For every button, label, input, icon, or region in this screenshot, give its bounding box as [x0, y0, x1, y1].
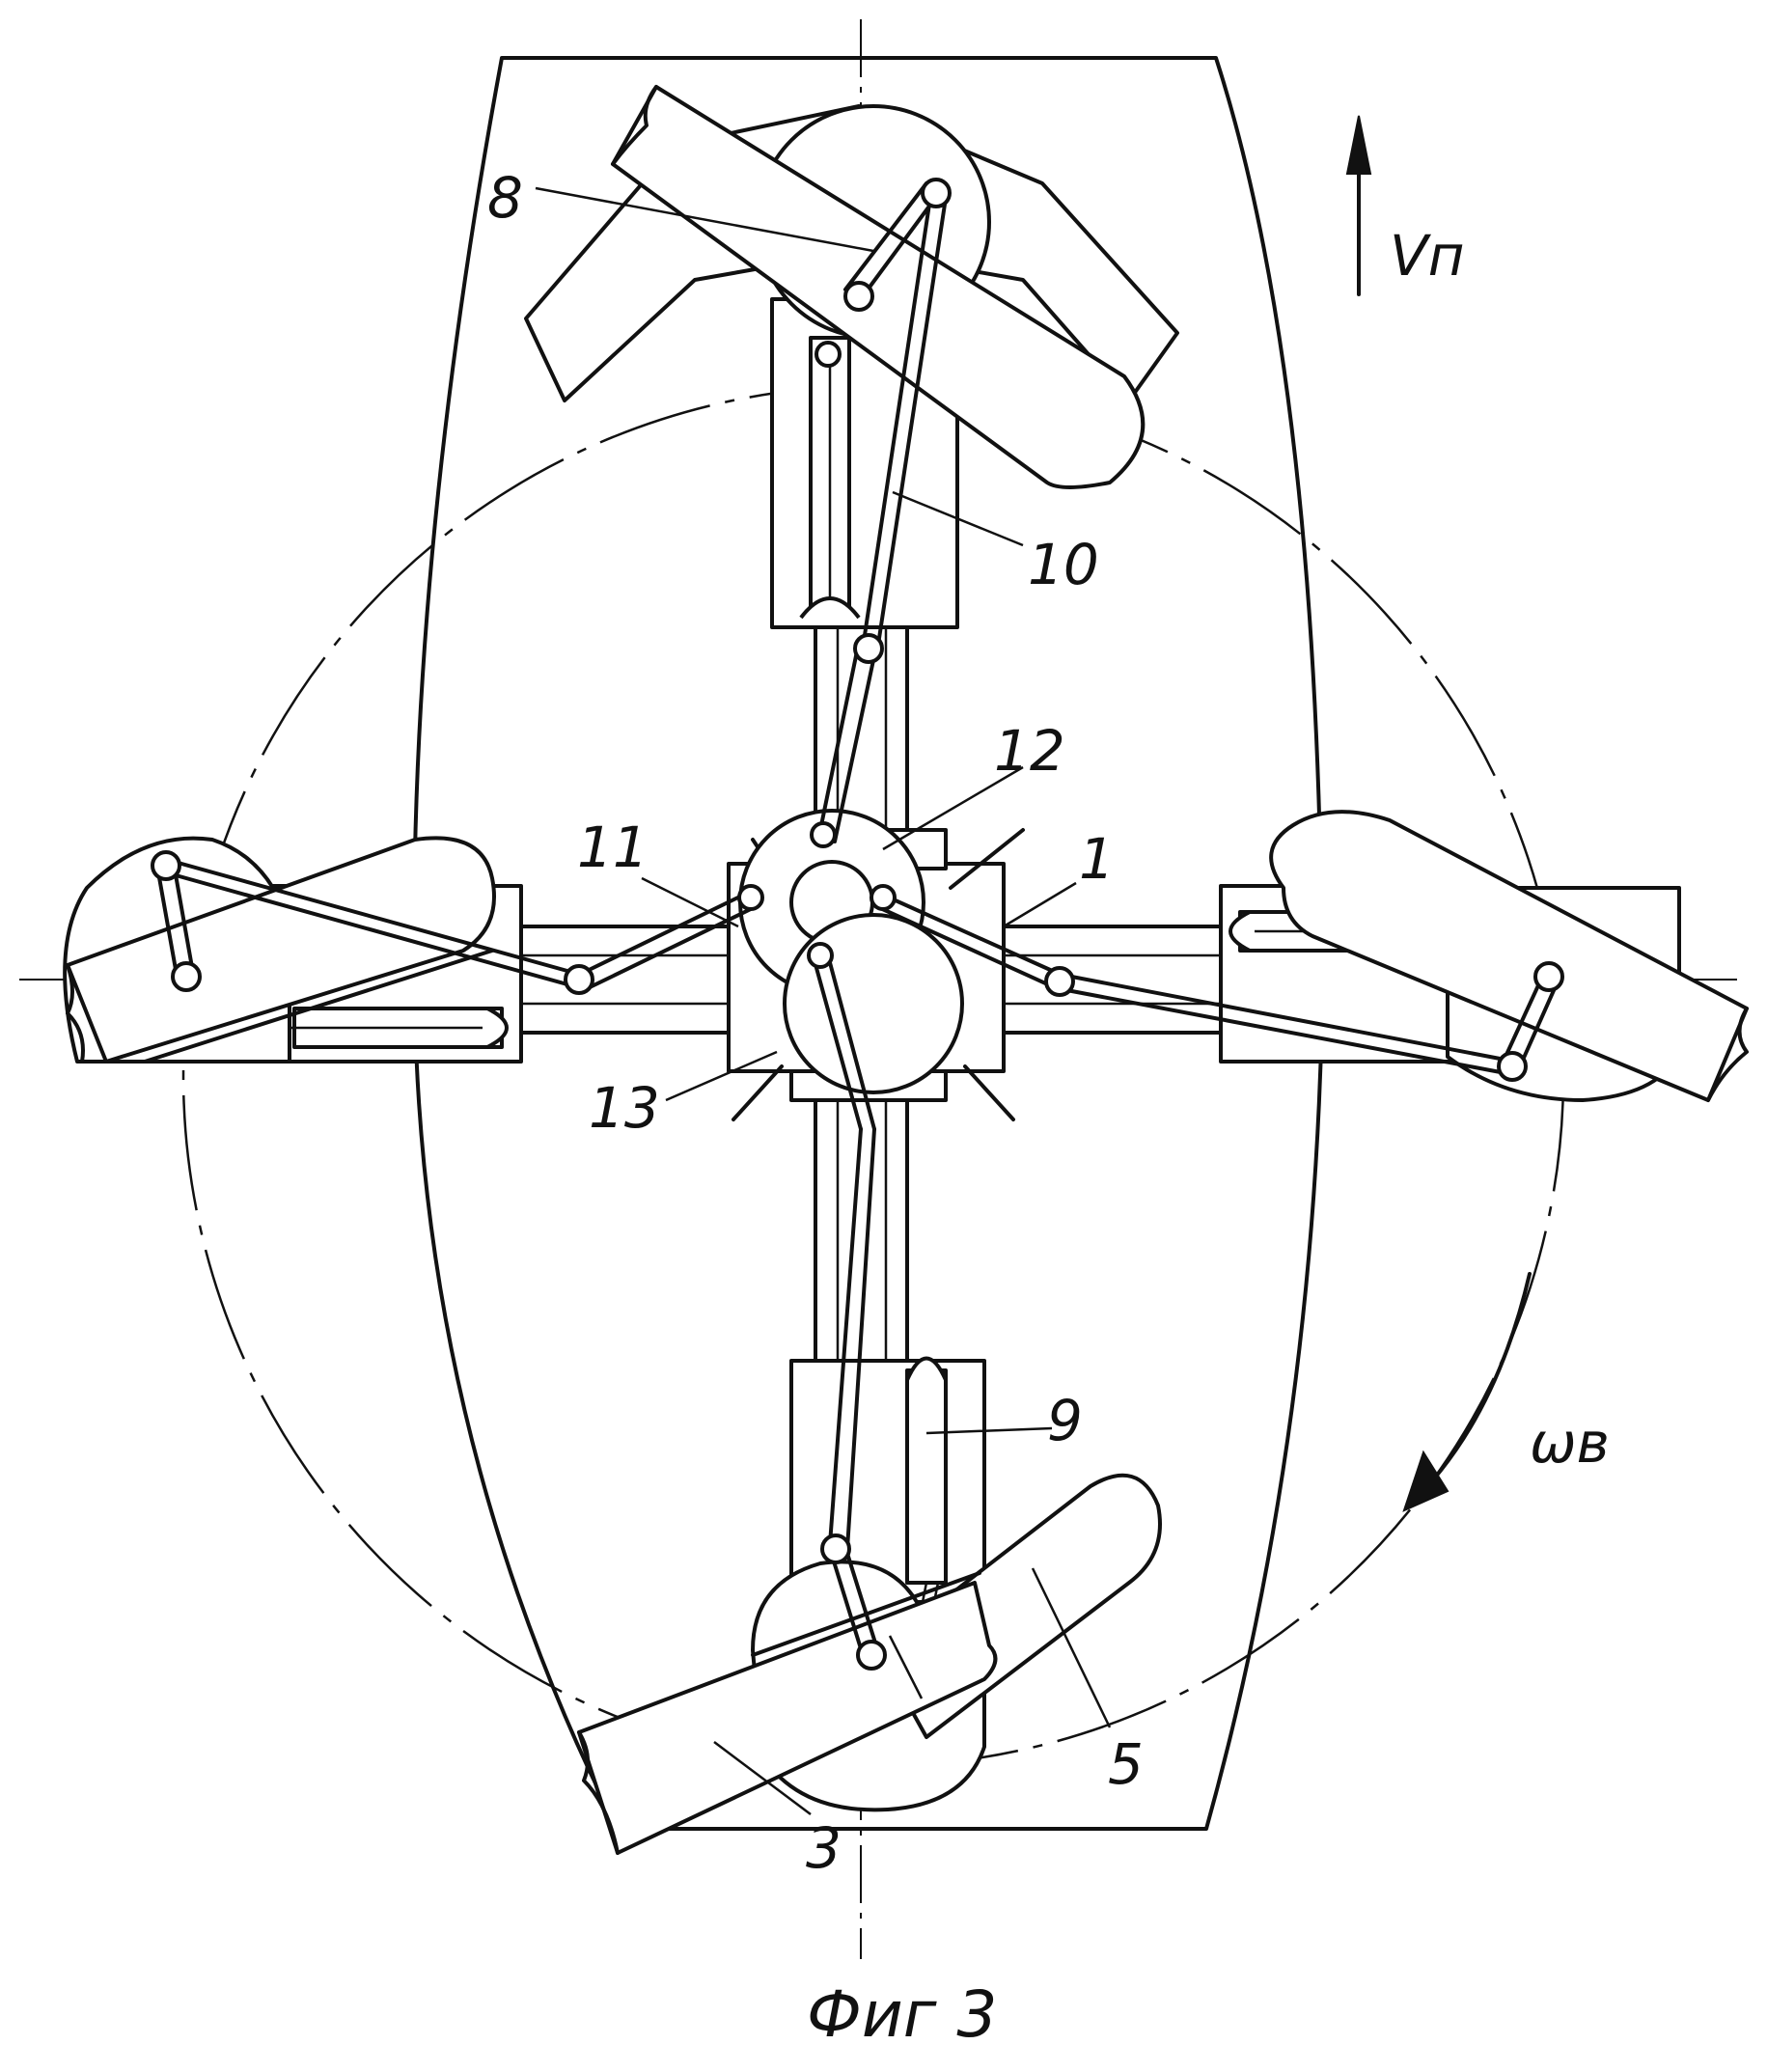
leader-lines: [535, 186, 1112, 1815]
label-part-1: 1: [1079, 826, 1115, 892]
left-blade-unit: [63, 836, 764, 1064]
label-part-3: 3: [806, 1815, 842, 1881]
label-velocity: Vп: [1390, 223, 1465, 289]
rotation-arrow-icon: [1402, 1272, 1532, 1512]
figure-caption: Фиг 3: [807, 1977, 997, 2052]
label-part-12: 12: [994, 718, 1065, 784]
label-part-5: 5: [1108, 1731, 1144, 1797]
label-part-9: 9: [1047, 1388, 1083, 1453]
label-rotation: ωв: [1530, 1410, 1610, 1476]
velocity-arrow-icon: [1345, 115, 1372, 296]
label-part-10: 10: [1028, 532, 1099, 597]
bottom-blade-unit: [577, 942, 1162, 1855]
hub-assembly: [727, 809, 1025, 1121]
right-blade-unit: [870, 810, 1749, 1102]
label-part-8: 8: [487, 165, 523, 231]
eccentric-disc-13: [783, 913, 964, 1094]
label-part-11: 11: [577, 815, 649, 880]
top-blade-unit: [524, 85, 1179, 848]
label-part-13: 13: [589, 1075, 660, 1141]
hull-outline: [412, 56, 1324, 1831]
